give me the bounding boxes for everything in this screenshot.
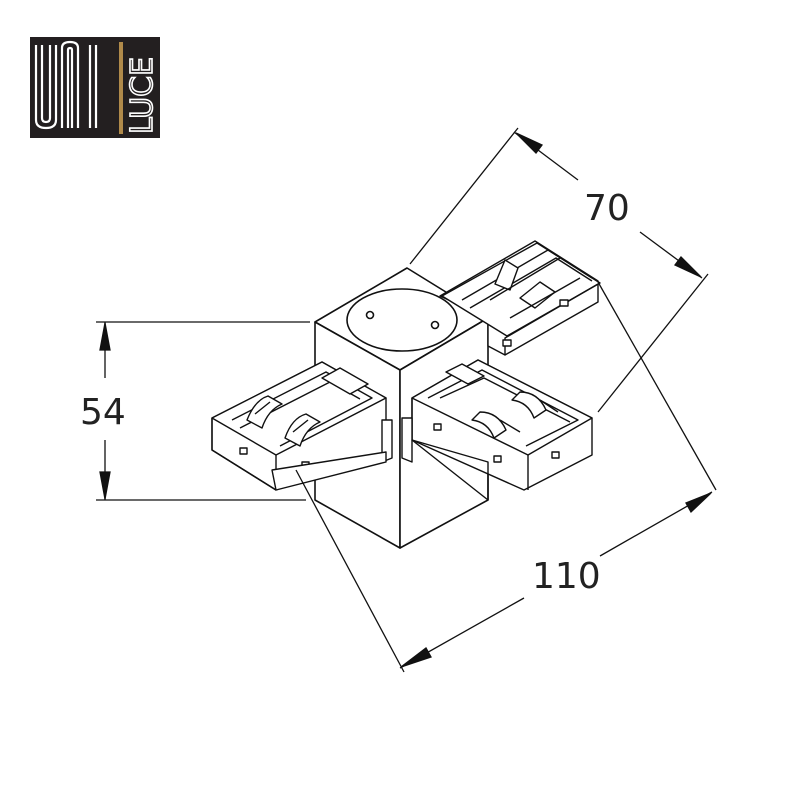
screw-hole-right	[430, 320, 440, 330]
logo-divider	[119, 42, 123, 134]
width-arrow-left	[515, 132, 544, 154]
width-extension-right	[597, 273, 709, 413]
logo-wordmark-luce: LUCE	[125, 57, 160, 134]
height-arrow-bottom	[99, 471, 111, 500]
screw-hole-left	[365, 310, 375, 320]
width-extension-left	[409, 127, 519, 265]
length-arrow-right	[685, 492, 712, 514]
height-dimension-label: 54	[80, 392, 126, 433]
connector-arm-right	[401, 359, 593, 501]
connector-arm-left	[211, 361, 393, 491]
dimension-height	[96, 321, 310, 501]
height-arrow-top	[99, 322, 111, 351]
length-extension-left	[295, 469, 405, 673]
dimension-width	[409, 127, 709, 413]
length-arrow-left	[400, 647, 432, 668]
top-cap-circle	[346, 288, 458, 352]
logo-wordmark-uni	[34, 40, 98, 130]
connector-arm-back	[439, 240, 601, 356]
brand-logo: LUCE	[30, 37, 161, 138]
length-dimension-label: 110	[532, 556, 601, 597]
dimension-length	[295, 281, 717, 673]
width-arrow-right	[673, 256, 702, 278]
length-extension-right	[597, 281, 717, 491]
width-dimension-label: 70	[584, 188, 630, 229]
